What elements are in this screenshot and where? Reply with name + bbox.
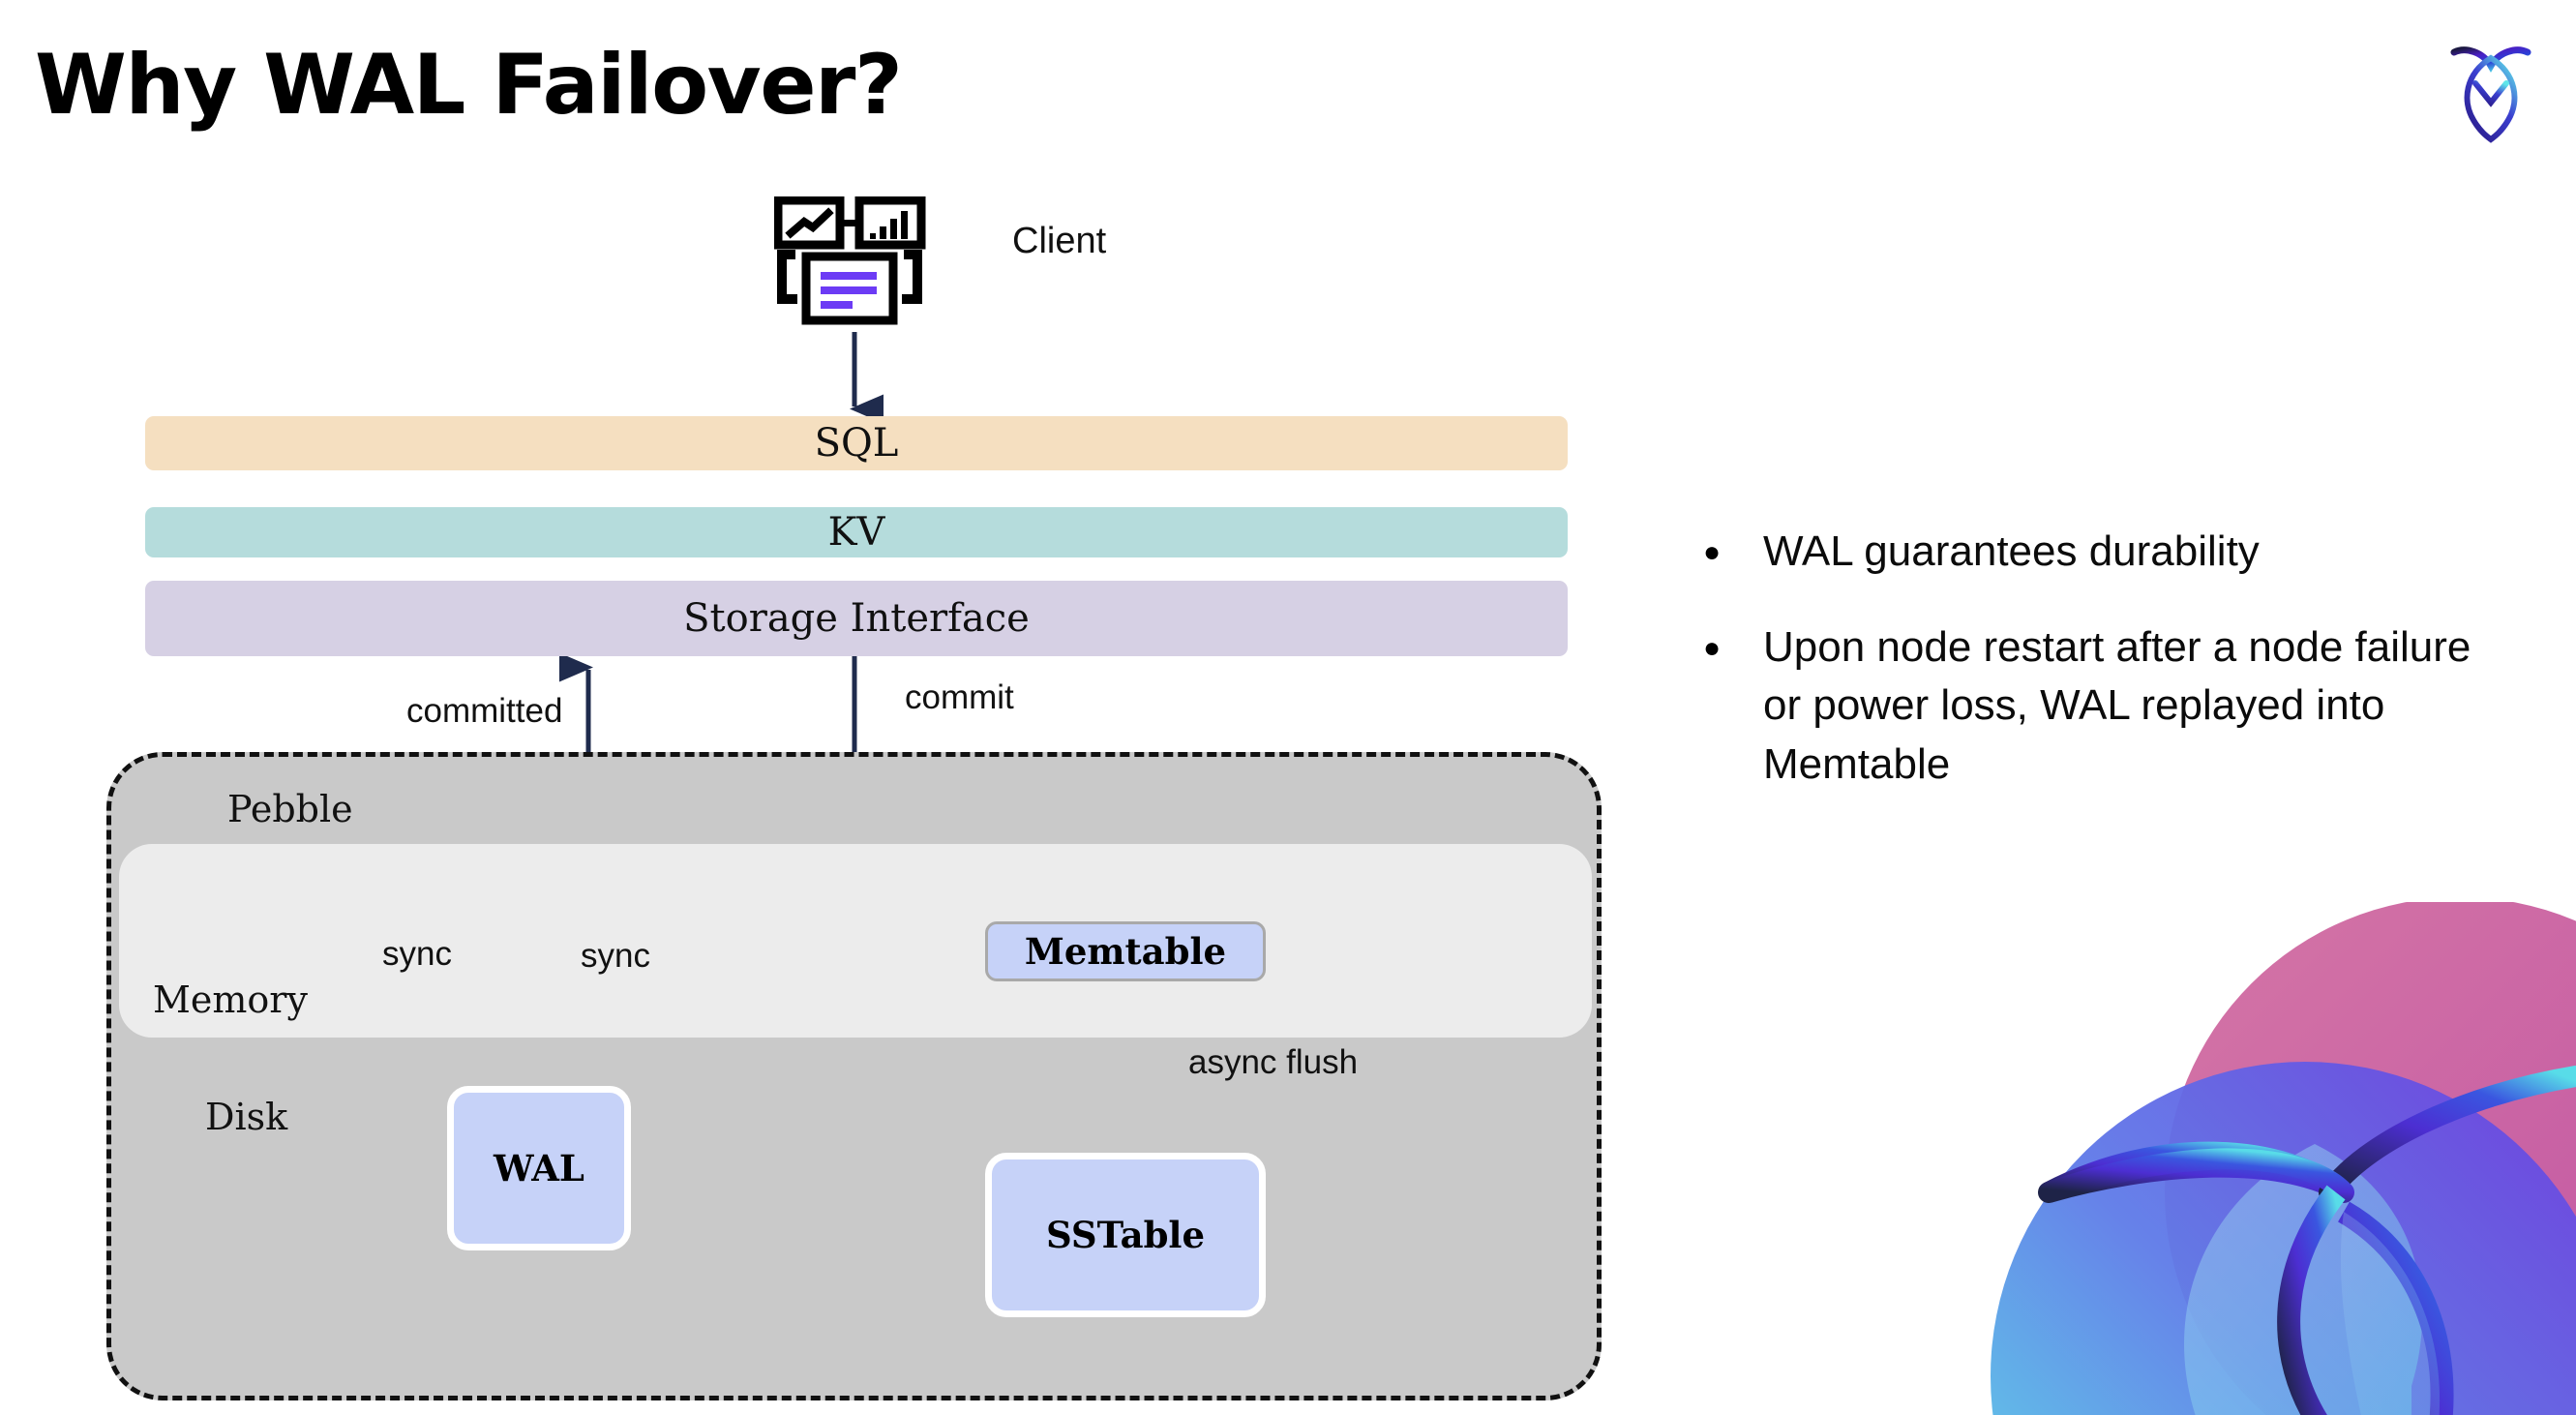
edge-label-committed: committed [406,692,563,730]
bullet-dot-icon: ● [1703,631,1722,664]
page-title: Why WAL Failover? [35,37,903,134]
layer-bar-sql-label: SQL [814,421,899,466]
pebble-label: Pebble [227,788,353,830]
node-memtable: Memtable [985,921,1266,981]
architecture-diagram: Client SQL KV Storage Interface Pebble M… [106,196,1602,1400]
memory-label: Memory [153,978,308,1021]
node-memtable-label: Memtable [1024,930,1227,973]
cockroach-leaf-watermark-icon [1991,902,2576,1415]
layer-bar-sql: SQL [145,416,1568,470]
list-item: ● WAL guarantees durability [1703,523,2506,582]
disk-label: Disk [205,1096,288,1138]
memory-region [119,844,1592,1038]
client-dashboard-icon [774,196,926,325]
node-wal-label: WAL [494,1147,584,1189]
edge-label-async-flush: async flush [1188,1043,1359,1081]
bullet-dot-icon: ● [1703,536,1722,568]
edge-label-sync-left: sync [382,935,452,973]
layer-bar-storage-interface: Storage Interface [145,581,1568,656]
edge-label-commit: commit [905,678,1014,716]
edge-label-sync-right: sync [581,937,650,975]
bullet-list: ● WAL guarantees durability ● Upon node … [1703,523,2506,831]
list-item: ● Upon node restart after a node failure… [1703,618,2506,795]
bullet-text: WAL guarantees durability [1763,527,2260,575]
bullet-text: Upon node restart after a node failure o… [1763,622,2471,789]
layer-bar-storage-interface-label: Storage Interface [683,596,1030,641]
node-sstable: SSTable [985,1153,1266,1317]
node-wal: WAL [447,1086,631,1250]
layer-bar-kv: KV [145,507,1568,557]
layer-bar-kv-label: KV [827,510,885,555]
client-label: Client [1012,221,1107,261]
node-sstable-label: SSTable [1045,1214,1206,1256]
cockroach-leaf-logo-icon [2450,46,2531,143]
